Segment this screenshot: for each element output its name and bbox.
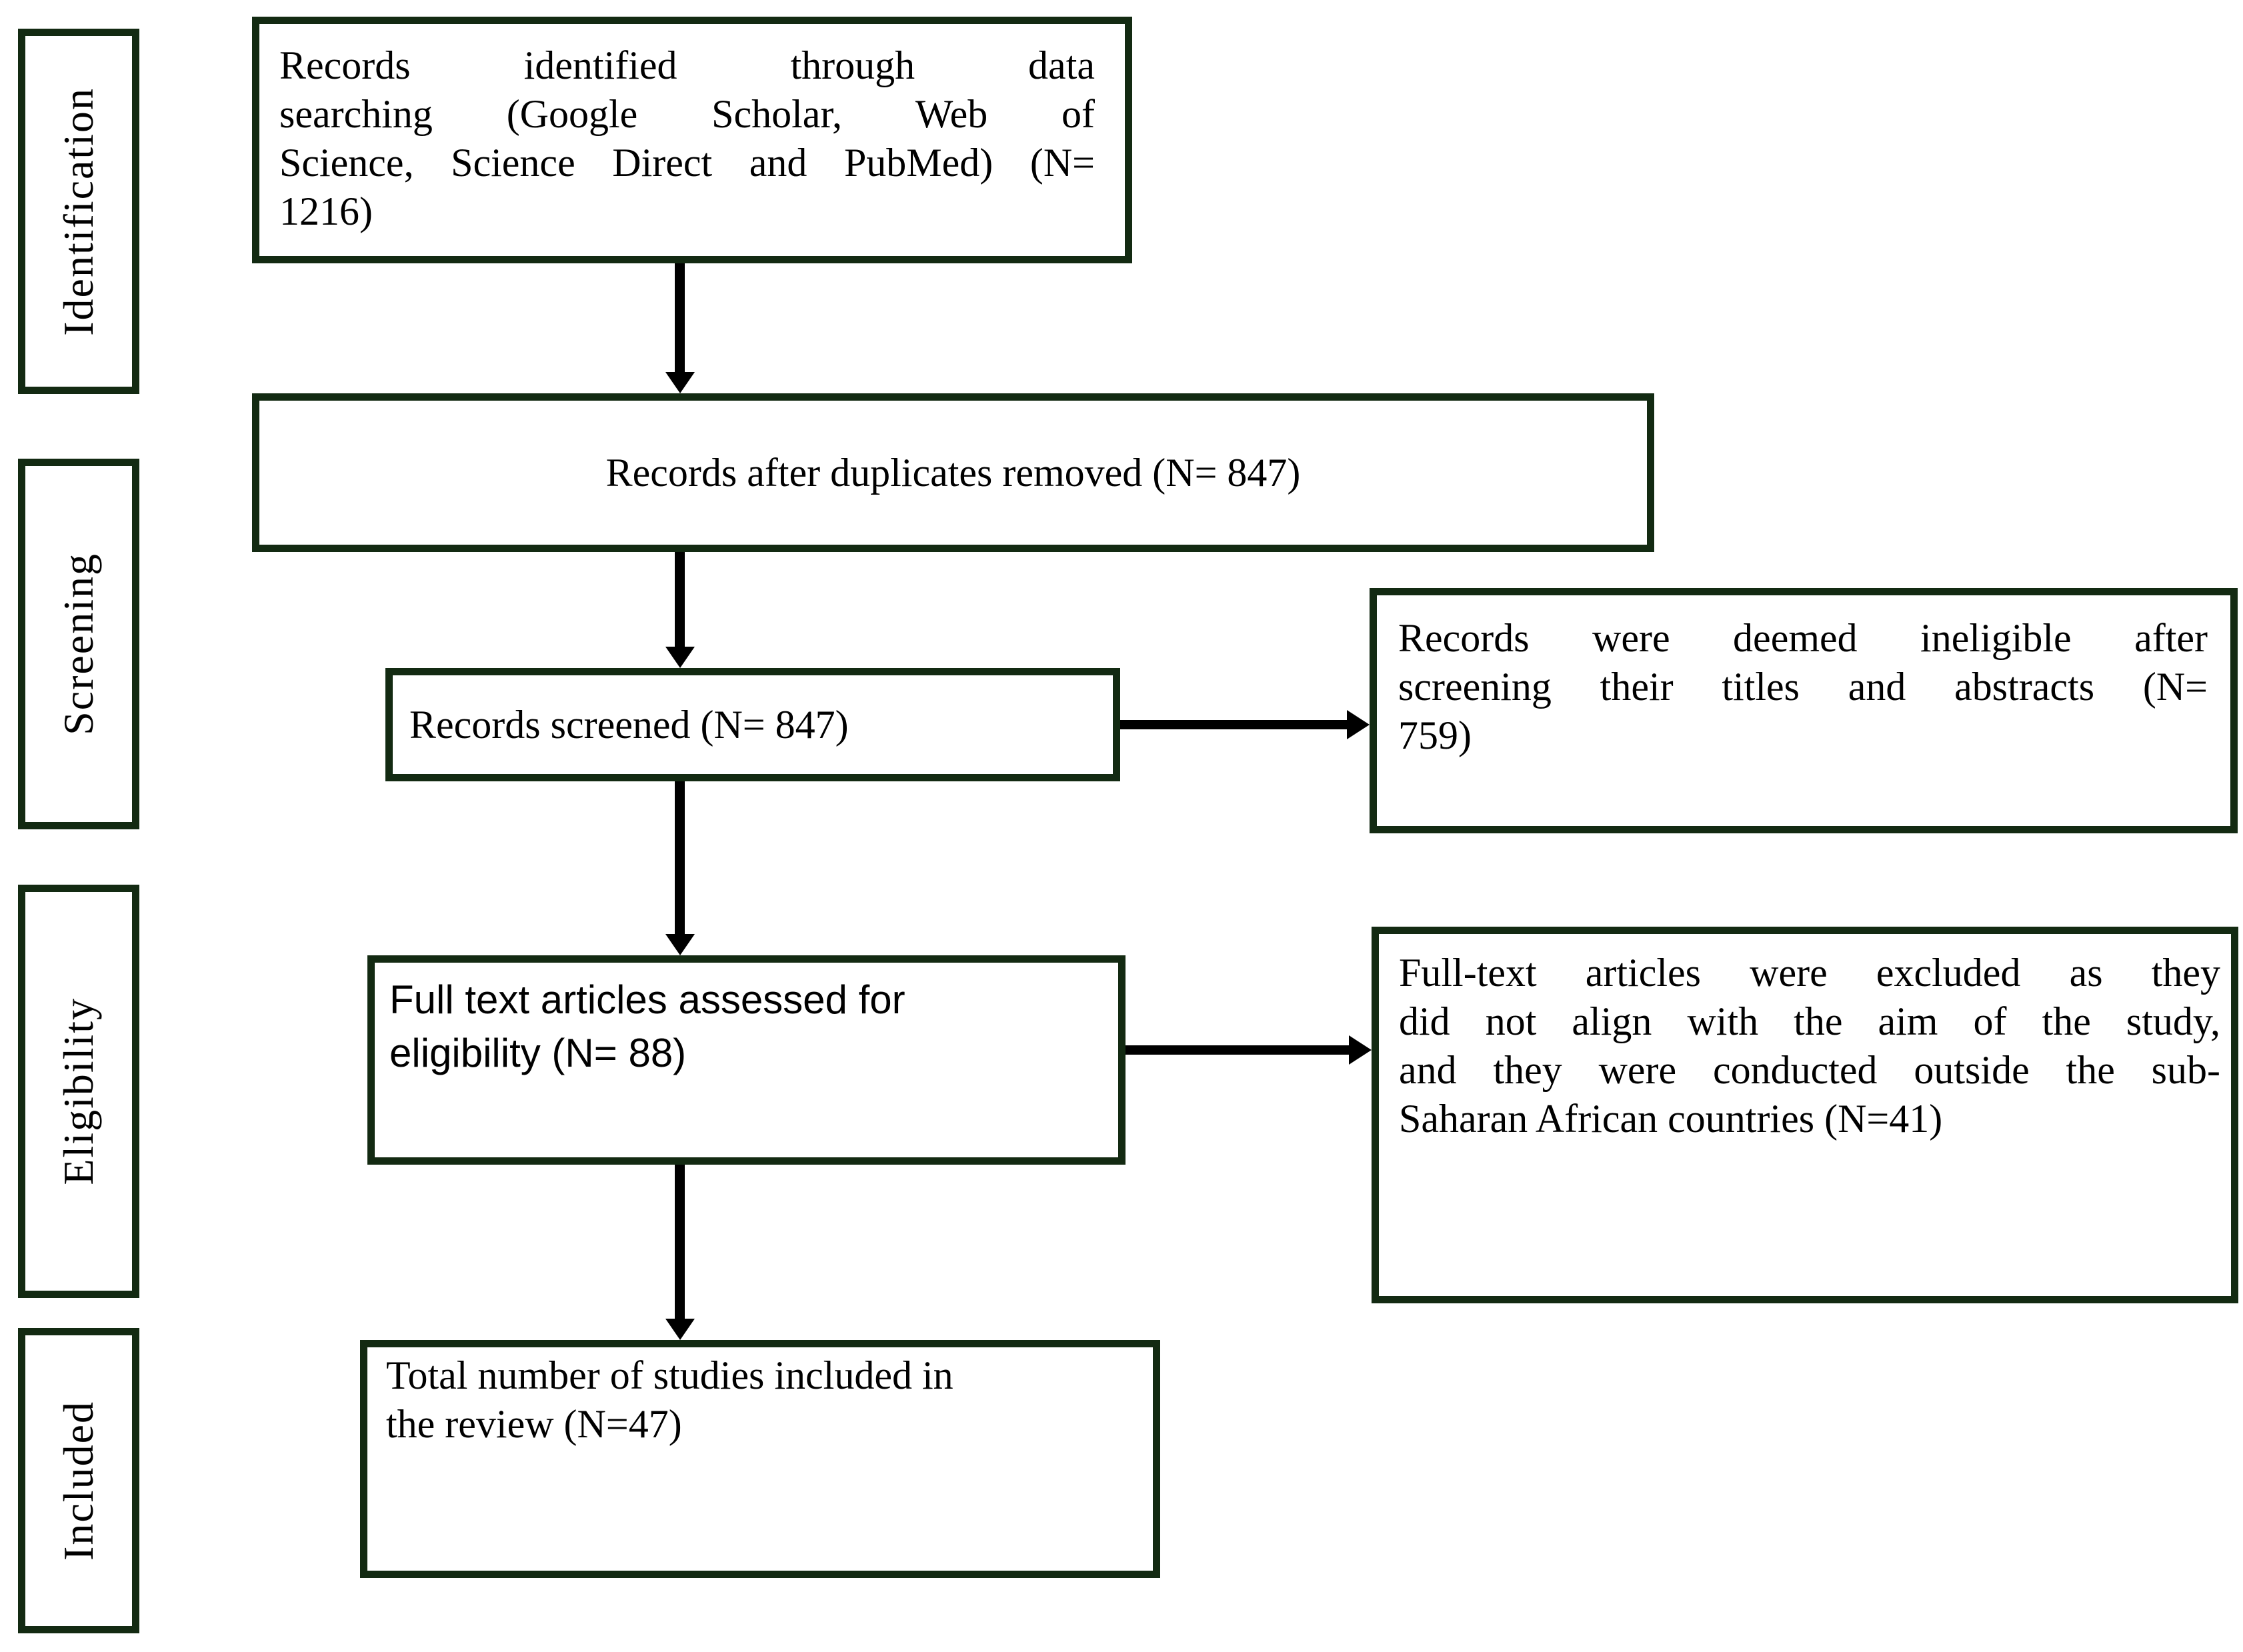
text-line: 759) <box>1398 713 1472 757</box>
box-records-identified: Records identified through data searchin… <box>252 17 1132 263</box>
text-line: eligibility (N= 88) <box>389 1031 687 1075</box>
arrowhead-down-icon <box>665 934 695 955</box>
stage-label-screening: Screening <box>55 553 102 735</box>
arrowhead-right-icon <box>1349 1035 1372 1065</box>
arrowhead-right-icon <box>1347 710 1370 739</box>
box-fulltext-assessed: Full text articles assessed for eligibil… <box>367 955 1126 1165</box>
box-records-screened: Records screened (N= 847) <box>385 668 1120 781</box>
box-studies-included: Total number of studies included in the … <box>360 1340 1160 1578</box>
text-line: the review (N=47) <box>386 1402 682 1446</box>
arrow-shaft <box>675 1165 685 1321</box>
stage-box-identification: Identification <box>18 29 139 394</box>
arrow-shaft <box>1126 1045 1352 1055</box>
arrowhead-down-icon <box>665 647 695 668</box>
stage-box-included: Included <box>18 1328 139 1633</box>
arrowhead-down-icon <box>665 1319 695 1340</box>
arrow-shaft <box>675 552 685 649</box>
stage-label-eligibility: Eligibility <box>55 997 102 1185</box>
stage-label-included: Included <box>55 1401 102 1561</box>
text-line: searching (Google Scholar, Web of <box>279 92 1095 136</box>
stage-label-identification: Identification <box>55 87 102 336</box>
text-line: Full text articles assessed for <box>389 977 905 1022</box>
text-line: 1216) <box>279 189 373 233</box>
text-line: Records screened (N= 847) <box>409 702 849 747</box>
box-excluded-fulltext: Full-text articles were excluded as they… <box>1372 927 2238 1303</box>
text-line: Records after duplicates removed (N= 847… <box>605 450 1301 495</box>
box-duplicates-removed: Records after duplicates removed (N= 847… <box>252 393 1654 552</box>
text-line: Records were deemed ineligible after <box>1398 616 2208 660</box>
arrow-shaft <box>675 263 685 375</box>
text-line: Saharan African countries (N=41) <box>1399 1097 1943 1141</box>
arrow-shaft <box>1120 720 1350 729</box>
text-line: Records identified through data <box>279 43 1095 87</box>
text-line: did not align with the aim of the study, <box>1399 999 2220 1043</box>
arrow-shaft <box>675 781 685 936</box>
text-line: Full-text articles were excluded as they <box>1399 951 2220 995</box>
stage-box-screening: Screening <box>18 459 139 829</box>
text-line: Science, Science Direct and PubMed) (N= <box>279 141 1095 185</box>
text-line: screening their titles and abstracts (N= <box>1398 665 2208 709</box>
arrowhead-down-icon <box>665 372 695 393</box>
stage-box-eligibility: Eligibility <box>18 885 139 1298</box>
text-line: and they were conducted outside the sub- <box>1399 1048 2220 1092</box>
box-excluded-screening: Records were deemed ineligible after scr… <box>1370 588 2238 833</box>
text-line: Total number of studies included in <box>386 1353 953 1397</box>
